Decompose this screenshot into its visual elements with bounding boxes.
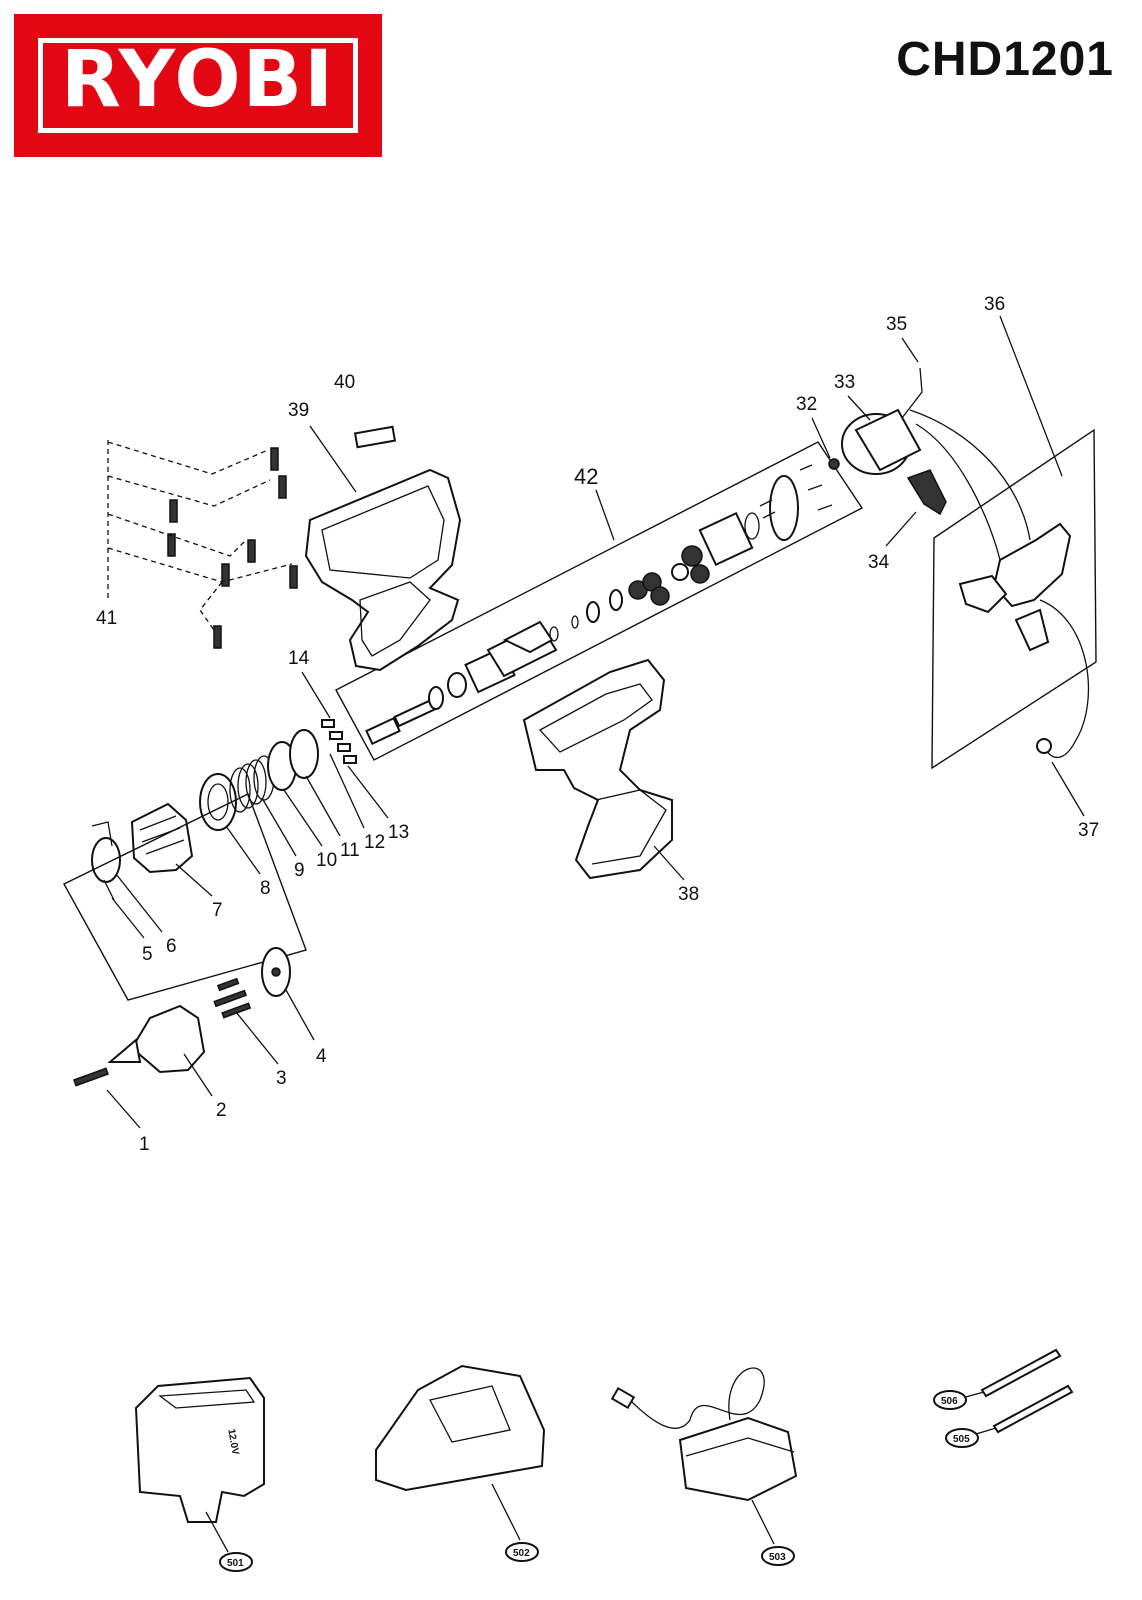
label-part-37: 37 bbox=[1078, 820, 1099, 841]
label-part-41: 41 bbox=[96, 608, 117, 629]
wire-35 bbox=[901, 367, 923, 419]
label-part-40: 40 bbox=[334, 372, 355, 393]
leader-lines bbox=[106, 315, 1085, 1129]
label-part-33: 33 bbox=[834, 372, 855, 393]
label-part-1: 1 bbox=[139, 1134, 150, 1155]
label-part-42: 42 bbox=[574, 464, 598, 489]
gearbox-parts bbox=[365, 464, 833, 746]
plug-adapter-503 bbox=[678, 1416, 798, 1502]
label-part-39: 39 bbox=[288, 400, 309, 421]
ryobi-logo: RYOBI bbox=[14, 14, 382, 157]
callout-505 bbox=[945, 1428, 979, 1448]
chuck-assembly-frame bbox=[63, 793, 307, 1001]
label-part-9: 9 bbox=[294, 860, 305, 881]
pins-12-13 bbox=[321, 719, 357, 764]
battery-pack-501 bbox=[134, 1376, 265, 1523]
switch-lever-34 bbox=[906, 469, 947, 516]
screw-1 bbox=[73, 1067, 109, 1087]
label-part-7: 7 bbox=[212, 900, 223, 921]
label-part-11: 11 bbox=[340, 840, 360, 861]
callout-506 bbox=[933, 1390, 967, 1410]
label-part-14: 14 bbox=[288, 648, 310, 669]
adapter-cable bbox=[629, 1367, 765, 1429]
logo-frame bbox=[38, 38, 358, 133]
label-part-38: 38 bbox=[678, 884, 699, 905]
left-housing-39 bbox=[304, 468, 462, 672]
terminal-37 bbox=[1036, 738, 1052, 754]
label-part-13: 13 bbox=[388, 822, 409, 843]
accessory-leaders bbox=[205, 1391, 997, 1553]
part-32 bbox=[828, 458, 840, 470]
label-acc-503: 503 bbox=[769, 1552, 786, 1563]
label-part-4: 4 bbox=[316, 1046, 327, 1067]
screwdriver-bit-506 bbox=[980, 1348, 1062, 1398]
label-part-35: 35 bbox=[886, 314, 907, 335]
part-40 bbox=[353, 425, 397, 449]
label-part-10: 10 bbox=[316, 850, 337, 871]
screws-3 bbox=[213, 977, 252, 1019]
label-part-34: 34 bbox=[868, 552, 890, 573]
label-part-32: 32 bbox=[796, 394, 817, 415]
label-part-5: 5 bbox=[142, 944, 153, 965]
screwdriver-bit-505 bbox=[992, 1384, 1074, 1434]
label-part-3: 3 bbox=[276, 1068, 287, 1089]
battery-marking: 12.0V bbox=[225, 1428, 240, 1456]
label-acc-502: 502 bbox=[513, 1548, 530, 1559]
model-number: CHD1201 bbox=[896, 33, 1114, 86]
label-acc-506: 506 bbox=[941, 1396, 958, 1407]
screws-41 bbox=[167, 447, 298, 649]
charger-base-502 bbox=[375, 1364, 546, 1492]
label-part-36: 36 bbox=[984, 294, 1005, 315]
chuck-2 bbox=[130, 1004, 206, 1074]
spring-wire-5 bbox=[91, 821, 115, 901]
label-part-12: 12 bbox=[364, 832, 385, 853]
screw-group-lines bbox=[107, 440, 293, 631]
switch-assembly-frame bbox=[931, 428, 1097, 770]
right-housing-38 bbox=[522, 658, 673, 880]
logo-text: RYOBI bbox=[60, 35, 336, 125]
label-part-2: 2 bbox=[216, 1100, 227, 1121]
callout-501 bbox=[219, 1552, 253, 1572]
collar-7 bbox=[130, 802, 194, 874]
label-part-6: 6 bbox=[166, 936, 177, 957]
clutch-ring-8 bbox=[199, 773, 237, 831]
label-acc-505: 505 bbox=[953, 1434, 970, 1445]
washer-11 bbox=[289, 729, 319, 779]
callout-502 bbox=[505, 1542, 539, 1562]
callout-503 bbox=[761, 1546, 795, 1566]
label-acc-501: 501 bbox=[227, 1558, 244, 1569]
clip-6 bbox=[91, 837, 121, 883]
label-part-8: 8 bbox=[260, 878, 271, 899]
gearbox-assembly-frame bbox=[335, 441, 864, 761]
